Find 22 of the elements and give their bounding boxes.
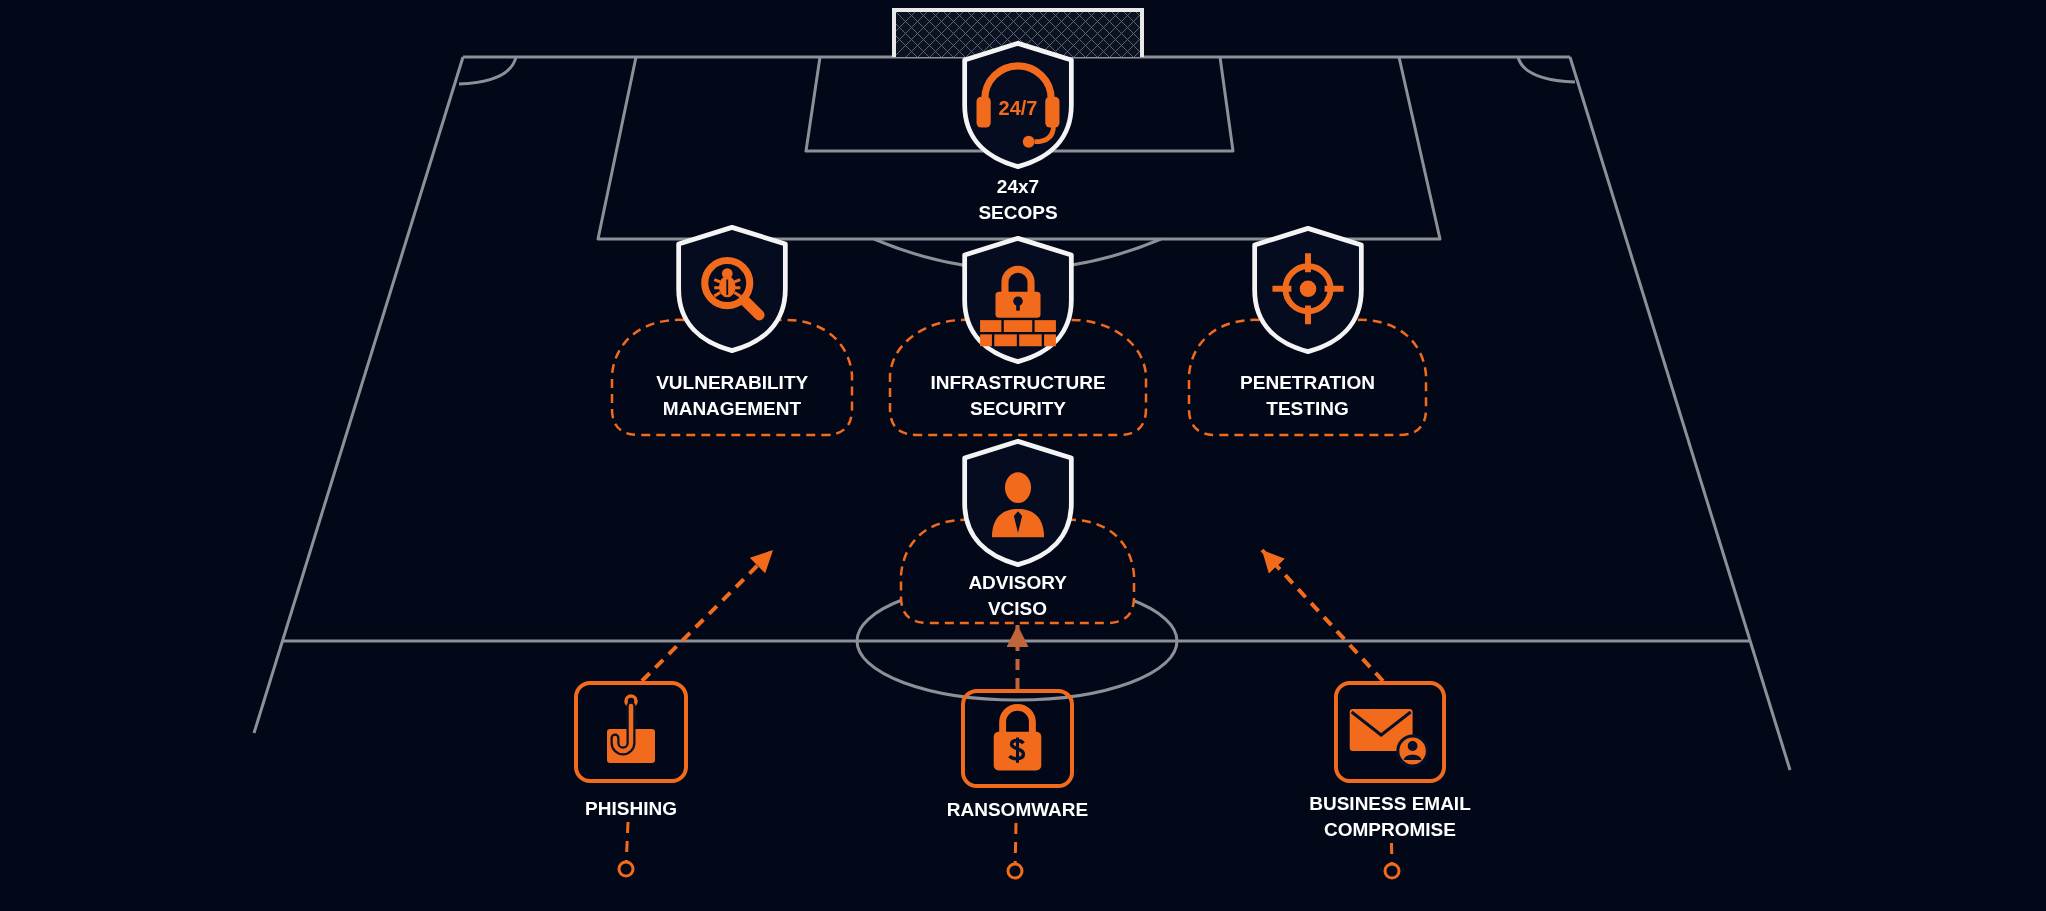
threat-label: RANSOMWARE	[946, 798, 1089, 822]
dashed-cloud-zone	[1186, 226, 1429, 437]
dashed-cloud-zone	[898, 439, 1137, 625]
service-label: ADVISORY VCISO	[968, 571, 1067, 621]
dashed-connector	[1390, 842, 1394, 864]
threat-label: PHISHING	[585, 797, 677, 821]
dashed-cloud-zone	[609, 225, 855, 437]
service-label: INFRASTRUCTURE SECURITY	[930, 371, 1106, 421]
ring-icon	[1006, 862, 1024, 880]
dashed-arrow	[1006, 625, 1029, 689]
service-label: VULNERABILITY MANAGEMENT	[656, 371, 808, 421]
service-label: PENETRATION TESTING	[1240, 371, 1375, 421]
ring-icon	[617, 860, 635, 878]
headset-caption: 24/7	[998, 97, 1038, 119]
dashed-arrow	[640, 548, 775, 683]
dashed-cloud-zone	[887, 236, 1149, 437]
ring-icon	[1383, 862, 1401, 880]
dashed-connector	[624, 821, 630, 862]
threat-label: BUSINESS EMAIL COMPROMISE	[1308, 792, 1472, 842]
dashed-connector	[1013, 822, 1018, 864]
service-label: 24x7 SECOPS	[978, 175, 1058, 225]
dashed-arrow	[1260, 548, 1385, 683]
